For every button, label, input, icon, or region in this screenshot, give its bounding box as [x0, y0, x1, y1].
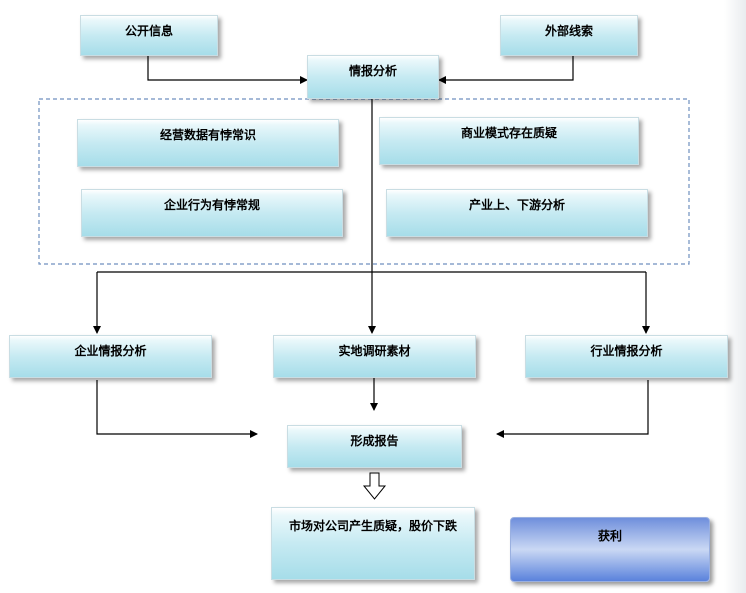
intel-analysis-label: 情报分析 [348, 64, 397, 78]
field-research-label: 实地调研素材 [338, 344, 411, 358]
report-label: 形成报告 [350, 434, 399, 448]
public-info-label: 公开信息 [124, 24, 173, 38]
report-node: 形成报告 [287, 425, 462, 468]
profit-node: 获利 [510, 517, 710, 582]
arrow-company-to-report [96, 380, 258, 438]
abnormal-behavior-label: 企业行为有悖常规 [163, 198, 260, 212]
arrow-public-to-analysis [147, 56, 308, 84]
analysis-group-dashed-border [38, 98, 690, 265]
intel-analysis-node: 情报分析 [307, 55, 439, 99]
business-model-doubt-label: 商业模式存在质疑 [460, 126, 557, 140]
profit-label: 获利 [597, 529, 622, 543]
market-doubt-label: 市场对公司产生质疑，股价下跌 [288, 519, 457, 533]
external-clues-node: 外部线索 [500, 15, 638, 56]
abnormal-operating-data-node: 经营数据有悖常识 [77, 119, 339, 167]
external-clues-label: 外部线索 [544, 24, 593, 38]
abnormal-behavior-node: 企业行为有悖常规 [81, 189, 343, 237]
industry-intel-analysis-node: 行业情报分析 [525, 335, 728, 378]
industry-chain-analysis-label: 产业上、下游分析 [468, 198, 565, 212]
public-info-node: 公开信息 [80, 15, 218, 56]
business-model-doubt-node: 商业模式存在质疑 [379, 117, 639, 165]
field-research-node: 实地调研素材 [273, 335, 476, 378]
industry-chain-analysis-node: 产业上、下游分析 [386, 189, 648, 237]
industry-intel-analysis-label: 行业情报分析 [590, 344, 663, 358]
right-edge-strip [724, 0, 746, 593]
market-doubt-node: 市场对公司产生质疑，股价下跌 [271, 507, 475, 580]
arrow-clues-to-analysis [438, 56, 574, 84]
company-intel-analysis-node: 企业情报分析 [9, 335, 212, 378]
company-intel-analysis-label: 企业情报分析 [74, 344, 147, 358]
hollow-down-arrow [362, 472, 387, 500]
arrow-industry-to-report [496, 380, 649, 438]
abnormal-operating-data-label: 经营数据有悖常识 [159, 128, 256, 142]
